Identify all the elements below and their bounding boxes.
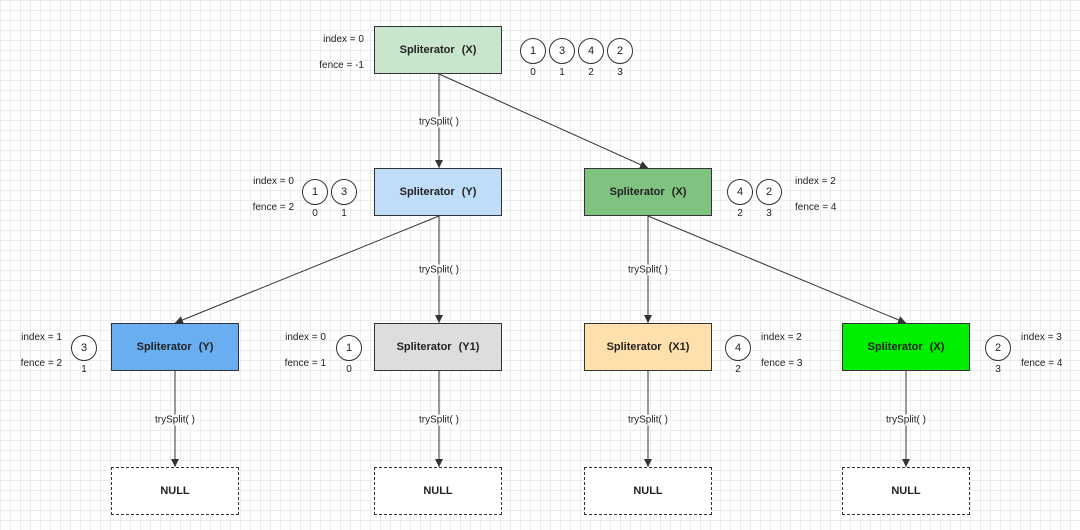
array-index: 2 <box>737 208 743 219</box>
node-left: Spliterator (Y) <box>374 168 502 216</box>
node-left-label: Spliterator (Y) <box>399 186 477 198</box>
node-lr-label: Spliterator (Y1) <box>396 341 480 353</box>
edge-label-root-left: trySplit( ) <box>418 116 460 128</box>
null-label: NULL <box>891 485 921 497</box>
array-cell: 2 <box>607 38 633 64</box>
array-index: 3 <box>766 208 772 219</box>
array-index: 1 <box>81 364 87 375</box>
node-rr: Spliterator (X) <box>842 323 970 371</box>
node-right-fence: fence = 4 <box>795 202 837 213</box>
edge-label-right-rl: trySplit( ) <box>627 264 669 276</box>
node-rr-index: index = 3 <box>1021 332 1062 343</box>
node-rr-info: index = 3 fence = 4 <box>1021 325 1079 377</box>
edge-label-ll-null: trySplit( ) <box>154 414 196 426</box>
array-cell: 4 <box>725 335 751 361</box>
array-cell: 1 <box>520 38 546 64</box>
node-left-fence: fence = 2 <box>252 202 294 213</box>
array-index: 1 <box>341 208 347 219</box>
array-index: 0 <box>530 67 536 78</box>
node-lr-fence: fence = 1 <box>284 358 326 369</box>
node-right-label: Spliterator (X) <box>609 186 687 198</box>
node-ll: Spliterator (Y) <box>111 323 239 371</box>
node-rl-fence: fence = 3 <box>761 358 803 369</box>
node-root-info: index = 0 fence = -1 <box>300 27 364 79</box>
array-index: 2 <box>735 364 741 375</box>
node-rl-label: Spliterator (X1) <box>606 341 690 353</box>
array-cell: 3 <box>331 179 357 205</box>
node-ll-label: Spliterator (Y) <box>136 341 214 353</box>
edge-label-left-lr: trySplit( ) <box>418 264 460 276</box>
null-label: NULL <box>633 485 663 497</box>
node-root: Spliterator (X) <box>374 26 502 74</box>
array-index: 3 <box>617 67 623 78</box>
array-cell: 3 <box>549 38 575 64</box>
edge-right-rr <box>647 215 907 324</box>
node-left-index: index = 0 <box>253 176 294 187</box>
edge-label-rl-null: trySplit( ) <box>627 414 669 426</box>
node-root-index: index = 0 <box>323 34 364 45</box>
node-ll-info: index = 1 fence = 2 <box>0 325 62 377</box>
array-cell: 1 <box>302 179 328 205</box>
array-index: 0 <box>346 364 352 375</box>
node-left-info: index = 0 fence = 2 <box>228 169 294 221</box>
array-cell: 4 <box>578 38 604 64</box>
array-cell: 3 <box>71 335 97 361</box>
node-lr: Spliterator (Y1) <box>374 323 502 371</box>
node-right-info: index = 2 fence = 4 <box>795 169 865 221</box>
edge-label-lr-null: trySplit( ) <box>418 414 460 426</box>
node-rl-index: index = 2 <box>761 332 802 343</box>
node-right-index: index = 2 <box>795 176 836 187</box>
null-label: NULL <box>160 485 190 497</box>
null-label: NULL <box>423 485 453 497</box>
array-cell: 2 <box>756 179 782 205</box>
node-rl: Spliterator (X1) <box>584 323 712 371</box>
null-box-rr: NULL <box>842 467 970 515</box>
array-index: 0 <box>312 208 318 219</box>
node-root-fence: fence = -1 <box>319 60 364 71</box>
node-root-label: Spliterator (X) <box>399 44 477 56</box>
array-index: 2 <box>588 67 594 78</box>
array-cell: 4 <box>727 179 753 205</box>
node-right: Spliterator (X) <box>584 168 712 216</box>
array-index: 3 <box>995 364 1001 375</box>
edge-left-ll <box>174 215 440 324</box>
node-ll-fence: fence = 2 <box>20 358 62 369</box>
node-rl-info: index = 2 fence = 3 <box>761 325 831 377</box>
array-cell: 1 <box>336 335 362 361</box>
node-rr-label: Spliterator (X) <box>867 341 945 353</box>
array-cell: 2 <box>985 335 1011 361</box>
node-ll-index: index = 1 <box>21 332 62 343</box>
null-box-rl: NULL <box>584 467 712 515</box>
node-lr-info: index = 0 fence = 1 <box>258 325 326 377</box>
null-box-ll: NULL <box>111 467 239 515</box>
null-box-lr: NULL <box>374 467 502 515</box>
array-index: 1 <box>559 67 565 78</box>
node-lr-index: index = 0 <box>285 332 326 343</box>
edge-root-right <box>438 73 649 169</box>
edge-label-rr-null: trySplit( ) <box>885 414 927 426</box>
node-rr-fence: fence = 4 <box>1021 358 1063 369</box>
